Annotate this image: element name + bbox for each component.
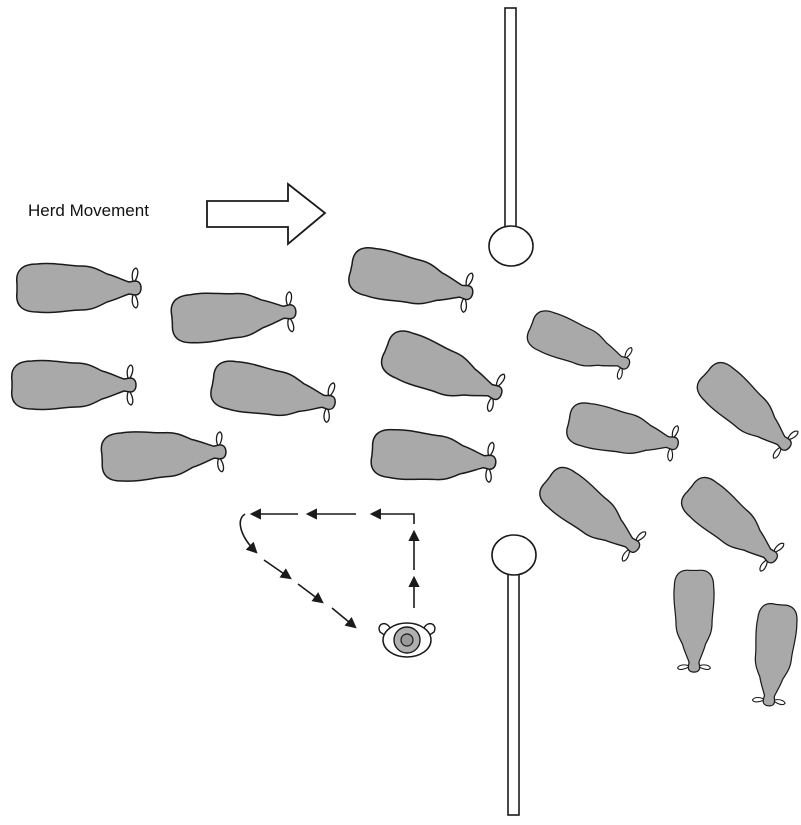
cow-icon <box>208 358 339 428</box>
cow-icon <box>17 263 141 312</box>
direction-arrow-icon <box>207 184 325 244</box>
cow-icon <box>100 427 227 483</box>
cow-icon <box>564 399 683 466</box>
path-arrow-icon <box>240 514 414 627</box>
cow-icon <box>370 427 498 487</box>
cow-icon <box>691 356 801 464</box>
herd-movement-label: Herd Movement <box>28 201 149 221</box>
gate-post-top-icon <box>489 8 533 266</box>
cow-icon <box>748 602 799 708</box>
cow-icon <box>377 325 511 417</box>
cow-icon <box>676 471 790 577</box>
cow-icon <box>674 570 714 672</box>
handler-icon <box>379 623 435 657</box>
gate-post-bottom-icon <box>492 535 536 815</box>
cow-icon <box>170 287 297 345</box>
cow-icon <box>534 461 652 567</box>
cow-icon <box>523 306 637 384</box>
cow-icon <box>12 360 136 409</box>
cow-icon <box>346 244 478 318</box>
